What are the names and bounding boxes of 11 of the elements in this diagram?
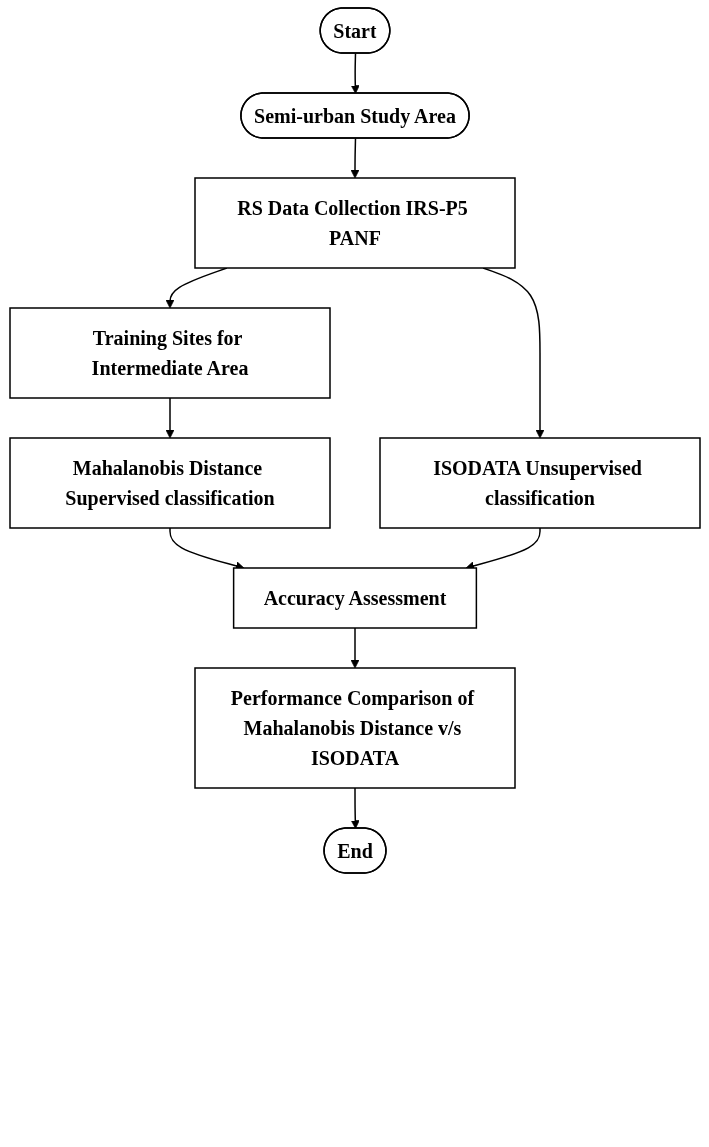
node-box: Accuracy Assessment (232, 567, 477, 629)
arrow (350, 787, 360, 829)
node-box: Training Sites for Intermediate Area (8, 307, 331, 399)
node-box: RS Data Collection IRS-P5 PANF (193, 177, 516, 269)
arrow (350, 52, 360, 94)
arrow (165, 397, 174, 439)
arrow (350, 627, 359, 669)
node-box: Mahalanobis Distance Supervised classification (8, 437, 331, 529)
node-box: Performance Comparison of Mahalanobis Distance v/s ISODATA (193, 667, 516, 789)
node-box: ISODATA Unsupervised classification (378, 437, 701, 529)
arrow (350, 137, 359, 179)
